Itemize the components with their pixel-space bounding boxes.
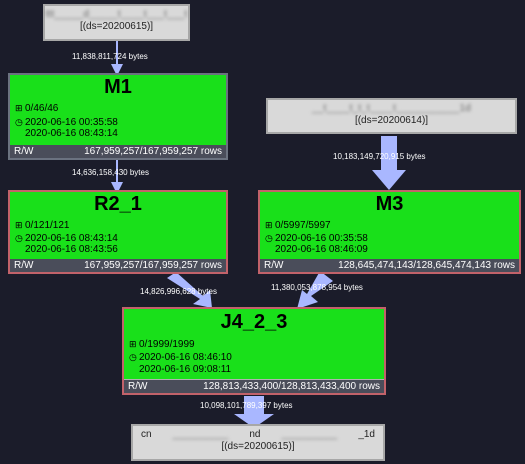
output-table[interactable]: cn __________ nd __________ _1d [(ds=202… xyxy=(131,424,385,461)
clock-icon: ◷ xyxy=(265,233,273,243)
stage-m3[interactable]: M3 ⊞0/5997/5997 ◷2020-06-16 00:35:58 202… xyxy=(258,190,521,274)
stage-title: M3 xyxy=(375,193,404,215)
stage-r2-1[interactable]: R2_1 ⊞0/121/121 ◷2020-06-16 08:43:14 202… xyxy=(8,190,228,274)
stage-start-time: ◷2020-06-16 08:46:10 xyxy=(129,351,232,364)
output-table-partition: [(ds=20200615)] xyxy=(221,441,295,452)
stage-tasks-value: 0/121/121 xyxy=(25,220,70,231)
rw-label: R/W xyxy=(14,146,34,157)
stage-start-value: 2020-06-16 00:35:58 xyxy=(275,233,368,244)
stage-tasks-value: 0/5997/5997 xyxy=(275,220,331,231)
rw-value: 167,959,257/167,959,257 rows xyxy=(84,260,222,271)
edge-label-src2-to-m3: 10,183,149,720,915 bytes xyxy=(333,152,426,161)
stage-tasks: ⊞0/121/121 xyxy=(15,219,70,232)
stage-end-time: 2020-06-16 08:43:14 xyxy=(25,128,118,139)
stage-tasks: ⊞0/5997/5997 xyxy=(265,219,331,232)
edge-label-r2-to-j4: 14,826,996,628 bytes xyxy=(140,287,217,296)
clock-icon: ◷ xyxy=(15,233,23,243)
stage-title: R2_1 xyxy=(94,193,142,215)
grid-icon: ⊞ xyxy=(129,339,137,349)
stage-j4-2-3[interactable]: J4_2_3 ⊞0/1999/1999 ◷2020-06-16 08:46:10… xyxy=(122,307,386,395)
rw-value: 128,645,474,143/128,645,474,143 rows xyxy=(338,260,515,271)
stage-start-time: ◷2020-06-16 08:43:14 xyxy=(15,232,118,245)
output-table-name: cn __________ nd __________ _1d xyxy=(133,429,383,441)
grid-icon: ⊞ xyxy=(15,103,23,113)
stage-start-value: 2020-06-16 08:46:10 xyxy=(139,352,232,363)
stage-tasks-value: 0/46/46 xyxy=(25,103,59,114)
edge-label-m3-to-j4: 11,380,053,878,954 bytes xyxy=(271,283,363,292)
source-table-top[interactable]: ttt_____d_____t____t___t___t [(ds=202006… xyxy=(43,4,190,41)
edge-label-j4-to-out: 10,098,101,789,397 bytes xyxy=(200,401,293,410)
output-table-name-mid: nd xyxy=(249,429,261,440)
edge-label-m1-to-r2: 14,636,158,430 bytes xyxy=(72,168,149,177)
stage-end-time: 2020-06-16 08:43:56 xyxy=(25,244,118,255)
source-table-partition: [(ds=20200614)] xyxy=(354,115,429,126)
stage-end-time: 2020-06-16 09:08:11 xyxy=(139,364,232,375)
stage-rw-bar: R/W 128,645,474,143/128,645,474,143 rows xyxy=(260,259,519,272)
stage-title: J4_2_3 xyxy=(220,311,288,333)
stage-rw-bar: R/W 128,813,433,400/128,813,433,400 rows xyxy=(124,380,384,393)
stage-tasks: ⊞0/46/46 xyxy=(15,102,58,115)
edge-label-src-to-m1: 11,838,811,724 bytes xyxy=(72,52,148,61)
stage-rw-bar: R/W 167,959,257/167,959,257 rows xyxy=(10,145,226,158)
stage-title: M1 xyxy=(104,76,132,98)
output-table-name-end: _1d xyxy=(358,429,375,440)
stage-m1-body xyxy=(10,75,226,145)
stage-m1[interactable]: M1 ⊞0/46/46 ◷2020-06-16 00:35:58 2020-06… xyxy=(8,73,228,160)
stage-end-time: 2020-06-16 08:46:09 xyxy=(275,244,368,255)
edge-src2-to-m3[interactable] xyxy=(372,136,406,190)
source-table-name: ttt_____d_____t____t___t___t xyxy=(45,9,188,20)
output-table-name-redacted-2: __________ xyxy=(281,429,338,440)
rw-value: 128,813,433,400/128,813,433,400 rows xyxy=(203,381,380,392)
stage-start-time: ◷2020-06-16 00:35:58 xyxy=(15,116,118,129)
clock-icon: ◷ xyxy=(129,352,137,362)
output-table-name-start: cn xyxy=(141,429,152,440)
rw-value: 167,959,257/167,959,257 rows xyxy=(84,146,222,157)
source-table-partition: [(ds=20200615)] xyxy=(79,21,154,32)
clock-icon: ◷ xyxy=(15,117,23,127)
rw-label: R/W xyxy=(128,381,148,392)
grid-icon: ⊞ xyxy=(15,220,23,230)
source-table-right[interactable]: __t____t_t_t____t___________1d [(ds=2020… xyxy=(266,98,517,134)
stage-tasks: ⊞0/1999/1999 xyxy=(129,338,195,351)
source-table-name: __t____t_t_t____t___________1d xyxy=(312,103,471,114)
rw-label: R/W xyxy=(14,260,34,271)
stage-rw-bar: R/W 167,959,257/167,959,257 rows xyxy=(10,259,226,272)
output-table-name-redacted: __________ xyxy=(172,429,229,440)
stage-r2-1-body xyxy=(10,192,226,259)
stage-m3-body xyxy=(260,192,519,259)
stage-start-value: 2020-06-16 00:35:58 xyxy=(25,117,118,128)
stage-tasks-value: 0/1999/1999 xyxy=(139,339,195,350)
stage-j4-2-3-body xyxy=(124,309,384,379)
rw-label: R/W xyxy=(264,260,284,271)
stage-start-value: 2020-06-16 08:43:14 xyxy=(25,233,118,244)
grid-icon: ⊞ xyxy=(265,220,273,230)
stage-start-time: ◷2020-06-16 00:35:58 xyxy=(265,232,368,245)
